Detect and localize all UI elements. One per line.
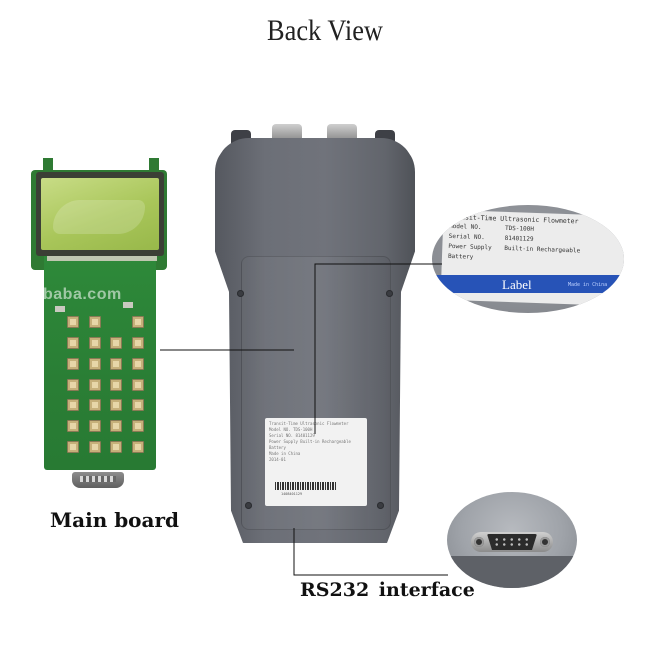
rs232-caption: RS232 interface <box>300 579 475 601</box>
lcd-screen <box>41 178 159 250</box>
board-connector-pins <box>80 476 116 482</box>
main-board-caption: Main board <box>50 508 180 532</box>
keypad-switch <box>88 441 101 454</box>
keypad-switch <box>67 441 79 454</box>
screw <box>245 502 252 509</box>
keypad-switch <box>67 336 79 349</box>
pcb-component <box>123 302 133 308</box>
pcb-tab <box>149 158 159 172</box>
db9-screw <box>540 537 550 547</box>
sticker-row: 2014-01 <box>269 457 286 462</box>
keypad-switch <box>131 441 144 454</box>
sticker-row: Battery <box>269 445 286 450</box>
sticker-header: Transit-Time Ultrasonic Flowmeter <box>269 421 349 426</box>
keypad-switch <box>110 378 122 391</box>
made-in-text: Made in China <box>568 282 608 288</box>
label-callout-text: Label <box>502 277 532 292</box>
keypad-switch <box>67 399 79 412</box>
keypad-switch <box>88 316 101 328</box>
barcode <box>275 482 337 490</box>
keypad-switch <box>110 336 122 349</box>
screw <box>377 502 384 509</box>
lcd-connector-strip <box>47 256 157 261</box>
device-edge <box>447 556 577 588</box>
keypad-switch <box>67 378 79 391</box>
label-band <box>432 275 624 293</box>
device-back-photo: Transit-Time Ultrasonic Flowmeter Model … <box>215 124 415 544</box>
keypad-switch <box>88 357 101 370</box>
keypad-switch <box>131 399 144 412</box>
rs232-zoom-circle <box>447 492 577 588</box>
keypad-switch <box>88 378 101 391</box>
keypad-switch <box>110 357 122 370</box>
sticker-row: Power Supply Built-in Rechargeable <box>269 439 351 444</box>
barcode-number: 1408401129 <box>281 492 303 496</box>
keypad-switch <box>110 399 122 412</box>
keypad-switch <box>88 399 101 412</box>
sticker-row: Serial NO. 81401129 <box>269 433 315 438</box>
keypad-switch <box>131 378 144 391</box>
db9-screw <box>474 537 484 547</box>
keypad-switch <box>110 441 122 454</box>
label-zoom-circle: Transit-Time Ultrasonic Flowmeter Model … <box>432 205 624 313</box>
keypad-switch <box>110 420 122 433</box>
keypad-switch <box>131 357 144 370</box>
keypad-grid <box>67 316 147 456</box>
sticker-row: Made in China <box>269 451 301 456</box>
keypad-switch <box>131 336 144 349</box>
keypad-switch <box>67 420 79 433</box>
label-row-key: Battery <box>447 252 474 261</box>
keypad-switch <box>67 316 79 328</box>
keypad-switch <box>131 420 144 433</box>
keypad-switch <box>67 357 79 370</box>
keypad-switch <box>88 336 101 349</box>
page-title: Back View <box>267 14 383 47</box>
lcd-reflection <box>53 200 145 234</box>
keypad-switch <box>88 420 101 433</box>
screw <box>386 290 393 297</box>
watermark: baba.com <box>43 286 122 303</box>
screw <box>237 290 244 297</box>
db9-pins <box>493 537 531 547</box>
pcb-tab <box>43 158 53 172</box>
main-board-photo: baba.com <box>31 148 167 498</box>
pcb-component <box>55 306 65 312</box>
sticker-row: Model NO. TDS-100H <box>269 427 313 432</box>
keypad-switch <box>131 316 144 328</box>
